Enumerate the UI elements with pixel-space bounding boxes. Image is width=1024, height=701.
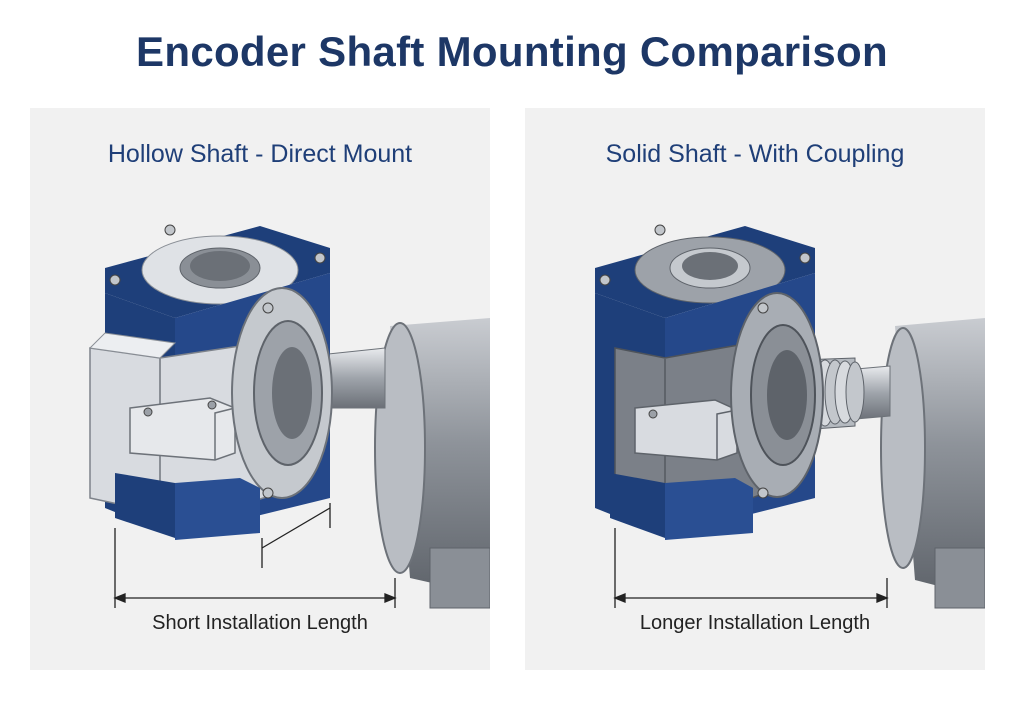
encoder-housing bbox=[88, 224, 333, 540]
motor-body bbox=[880, 318, 985, 609]
longer-installation-length-label: Longer Installation Length bbox=[639, 612, 871, 634]
diagram-title: Encoder Shaft Mounting Comparison bbox=[136, 28, 888, 75]
encoder-housing bbox=[595, 224, 824, 540]
solid-shaft-heading: Solid Shaft - With Coupling bbox=[605, 140, 905, 168]
hollow-shaft-illustration bbox=[88, 224, 490, 609]
solid-shaft-illustration bbox=[595, 224, 985, 609]
hollow-shaft-panel: Hollow Shaft - Direct Mount bbox=[30, 108, 490, 670]
solid-shaft-panel: Solid Shaft - With Coupling bbox=[525, 108, 985, 670]
installation-length-dimension bbox=[113, 503, 397, 608]
hollow-shaft-heading: Hollow Shaft - Direct Mount bbox=[107, 140, 413, 168]
short-installation-length-label: Short Installation Length bbox=[152, 612, 368, 634]
installation-length-dimension bbox=[613, 528, 889, 608]
motor-body bbox=[374, 318, 490, 609]
